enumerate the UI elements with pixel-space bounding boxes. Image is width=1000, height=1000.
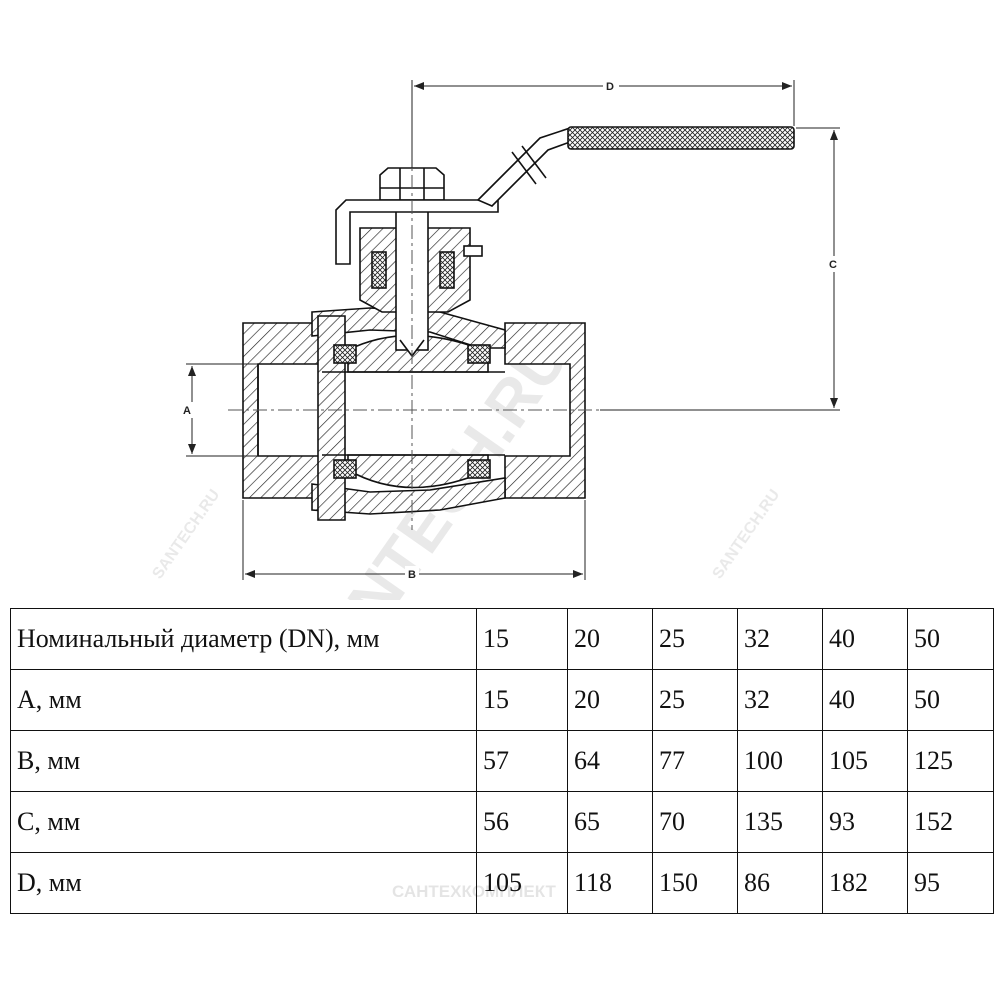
handle-grip [567,126,795,150]
table-cell: 65 [567,791,653,853]
watermark-small-right: SANTECH.RU [709,487,783,583]
table-cell: 20 [567,608,653,670]
table-cell: 57 [476,730,568,792]
table-row: A, мм 15 20 25 32 40 50 [10,669,994,731]
seat-left-bottom [333,459,357,479]
packing-left [371,251,387,289]
table-row: Номинальный диаметр (DN), мм 15 20 25 32… [10,608,994,670]
center-lines [228,150,600,530]
table-cell: 125 [907,730,994,792]
table-cell: 56 [476,791,568,853]
dimension-arrows [188,82,838,578]
table-row: B, мм 57 64 77 100 105 125 [10,730,994,792]
watermark-brand: САНТЕХКОМПЛЕКТ [392,882,556,901]
table-cell: 25 [652,669,738,731]
dimension-label-a: A [183,405,191,417]
handle-base [335,199,499,265]
dimension-label-b: B [408,569,416,581]
row-label: A, мм [10,669,477,731]
table-cell: 25 [652,608,738,670]
table-cell: 150 [652,852,738,914]
seat-left-top [333,344,357,364]
dimensions-table: Номинальный диаметр (DN), мм 15 20 25 32… [10,608,994,914]
table-cell: 15 [476,608,568,670]
seat-right-top [467,344,491,364]
table-cell: 118 [567,852,653,914]
table-cell: 105 [476,852,568,914]
table-cell: 95 [907,852,994,914]
handle-stop [463,245,483,257]
table-row: D, мм 105 118 150 86 182 95 [10,852,994,914]
table-cell: 64 [567,730,653,792]
table-cell: 100 [737,730,823,792]
row-label: D, мм [10,852,477,914]
table-cell: 20 [567,669,653,731]
ball-valve-drawing: SANTECH.RU SANTECH.RU SANTECH.RU [149,78,842,600]
packing-right [439,251,455,289]
table-cell: 93 [822,791,908,853]
row-label: B, мм [10,730,477,792]
table-cell: 32 [737,669,823,731]
table-cell: 105 [822,730,908,792]
table-cell: 40 [822,669,908,731]
seat-right-bottom [467,459,491,479]
row-label: C, мм [10,791,477,853]
table-cell: 40 [822,608,908,670]
table-cell: 86 [737,852,823,914]
table-cell: 32 [737,608,823,670]
watermark-small: SANTECH.RU [149,487,223,583]
row-label: Номинальный диаметр (DN), мм [10,608,477,670]
table-cell: 152 [907,791,994,853]
table-cell: 70 [652,791,738,853]
table-cell: 50 [907,608,994,670]
body-right-hub [504,322,586,499]
table-cell: 182 [822,852,908,914]
table-cell: 15 [476,669,568,731]
table-row: C, мм 56 65 70 135 93 152 [10,791,994,853]
dimension-label-c: C [829,259,837,271]
table-cell: 50 [907,669,994,731]
table-cell: 135 [737,791,823,853]
table-cell: 77 [652,730,738,792]
dimension-label-d: D [606,81,614,93]
